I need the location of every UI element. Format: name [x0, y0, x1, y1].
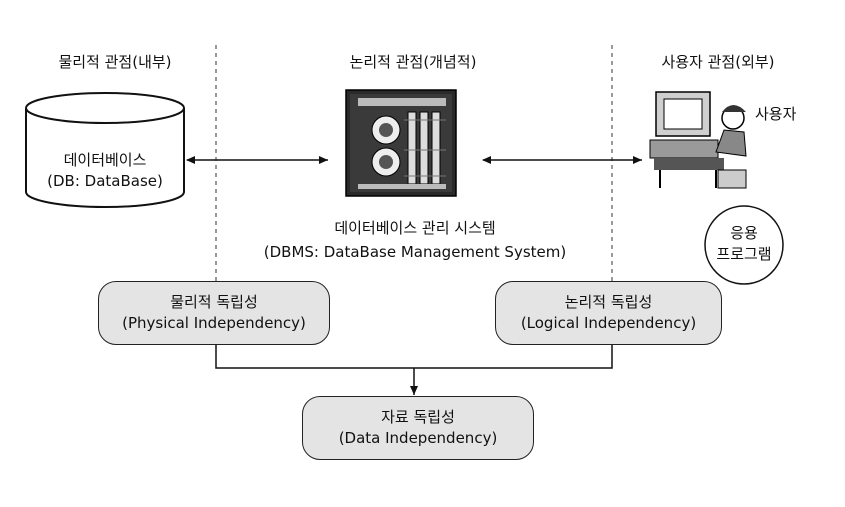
data-independency-box: 자료 독립성 (Data Independency): [302, 396, 534, 460]
server-rack-icon: [345, 89, 457, 197]
user-view-header: 사용자 관점(외부): [661, 53, 775, 71]
dbms-label: 데이터베이스 관리 시스템: [334, 219, 496, 237]
application-circle: [704, 205, 784, 285]
application-label-line2: 프로그램: [716, 245, 772, 263]
data-independency-title: 자료 독립성: [381, 408, 455, 426]
database-abbrev: (DB: DataBase): [47, 172, 163, 190]
physical-independency-box: 물리적 독립성 (Physical Independency): [98, 281, 330, 345]
user-label: 사용자: [755, 105, 797, 123]
physical-view-header: 물리적 관점(내부): [58, 53, 172, 71]
database-cylinder-icon: [25, 92, 185, 208]
user-computer-icon: [649, 91, 747, 189]
data-independency-subtitle: (Data Independency): [338, 429, 498, 447]
database-label: 데이터베이스: [63, 151, 147, 169]
logical-independency-subtitle: (Logical Independency): [520, 314, 697, 332]
application-label-line1: 응용: [730, 224, 758, 242]
dbms-abbrev: (DBMS: DataBase Management System): [263, 243, 567, 261]
physical-independency-subtitle: (Physical Independency): [122, 314, 306, 332]
physical-independency-title: 물리적 독립성: [170, 293, 258, 311]
logical-independency-title: 논리적 독립성: [564, 293, 653, 311]
logical-view-header: 논리적 관점(개념적): [349, 53, 477, 71]
connector-lines: [215, 344, 613, 369]
logical-independency-box: 논리적 독립성 (Logical Independency): [495, 281, 722, 345]
